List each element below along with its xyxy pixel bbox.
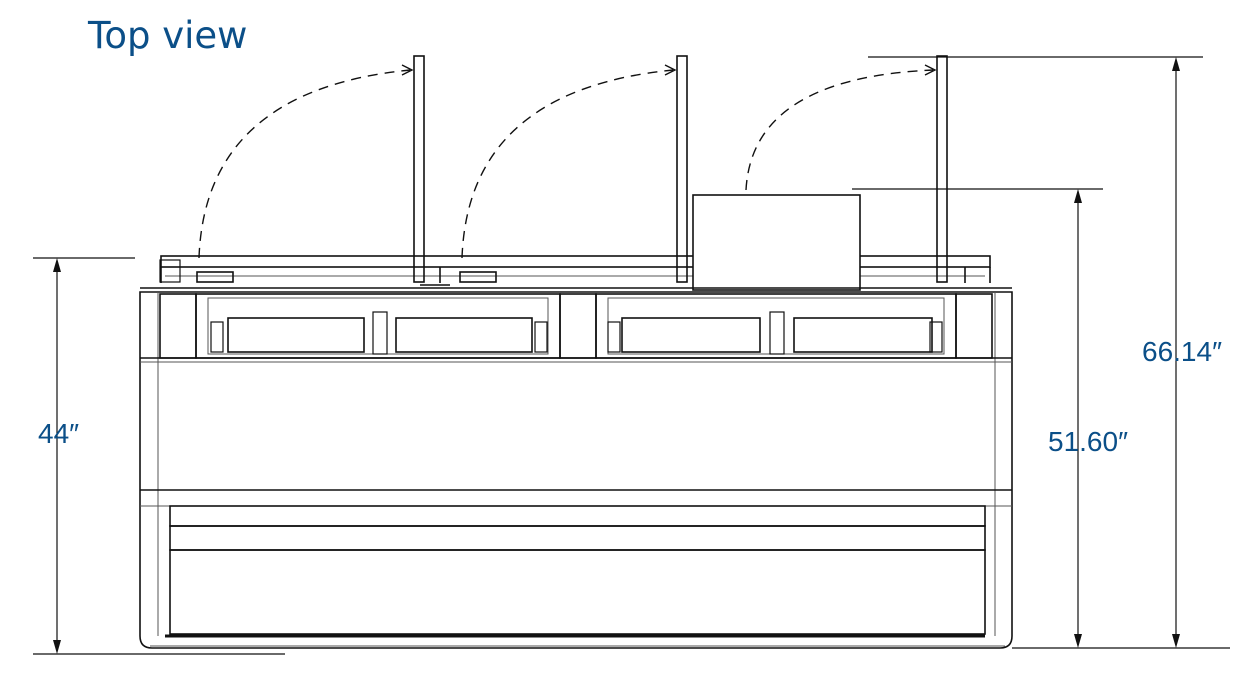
dimension-arrows bbox=[53, 57, 1180, 654]
page-title: Top view bbox=[88, 14, 248, 57]
drawer-right bbox=[559, 293, 993, 359]
extended-housing bbox=[692, 194, 861, 291]
overall-depth-label: 66.14″ bbox=[1142, 336, 1222, 367]
privacy-panel-left bbox=[413, 55, 425, 283]
base-depth-label: 44″ bbox=[38, 418, 80, 449]
top-rail bbox=[159, 255, 991, 286]
dimension-lines bbox=[33, 56, 1230, 655]
privacy-panel-right bbox=[936, 55, 948, 283]
desk-body bbox=[139, 287, 1013, 649]
privacy-panel-middle bbox=[676, 55, 688, 283]
drawer-left bbox=[159, 293, 561, 359]
panel-swing-arcs bbox=[198, 64, 937, 259]
extended-depth-label: 51.60″ bbox=[1048, 426, 1128, 457]
